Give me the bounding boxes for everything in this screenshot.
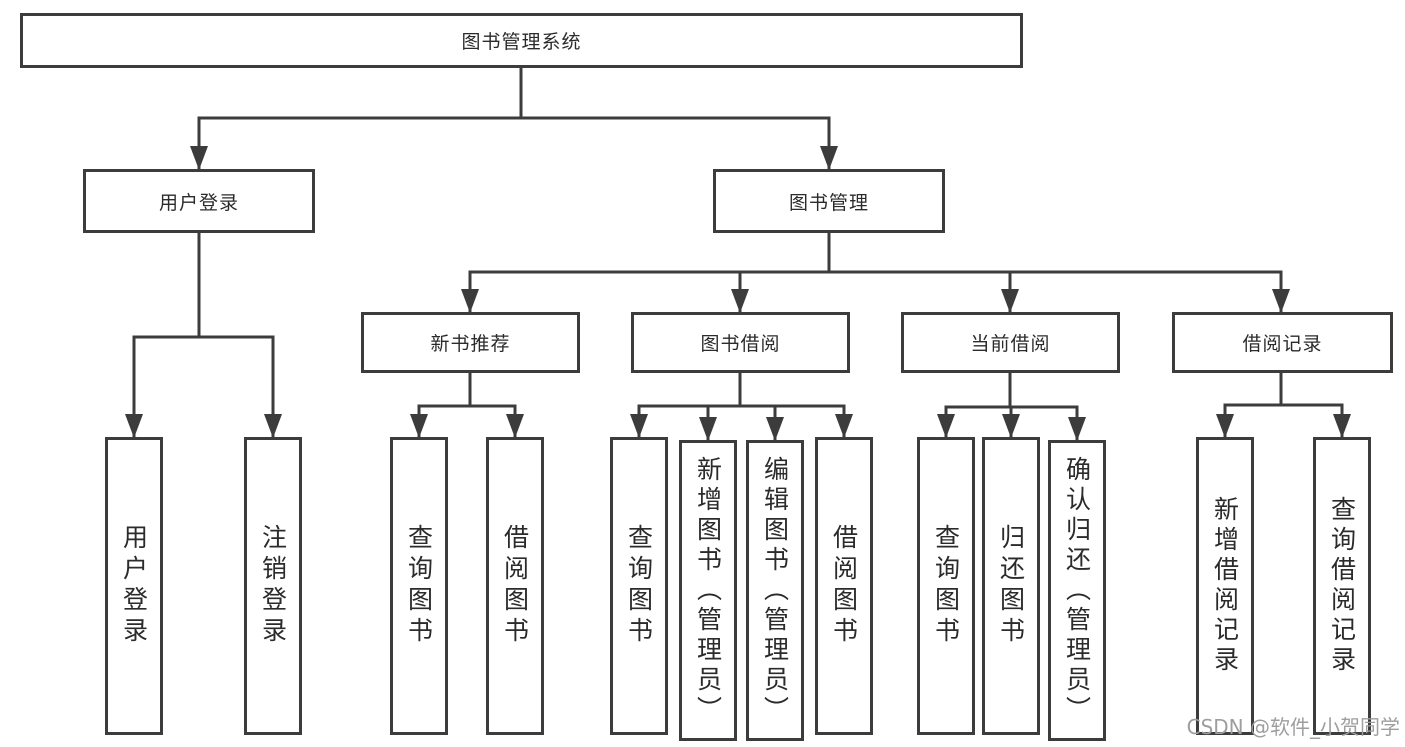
leaf-user-login: 用户登录 bbox=[105, 437, 163, 735]
node-book-management: 图书管理 bbox=[713, 169, 945, 233]
node-book-borrow: 图书借阅 bbox=[631, 312, 850, 373]
leaf-bb-query-books: 查询图书 bbox=[610, 437, 668, 735]
leaf-cb-query-books: 查询图书 bbox=[917, 437, 975, 735]
leaf-br-add-record: 新增借阅记录 bbox=[1196, 437, 1254, 735]
leaf-cb-return-books: 归还图书 bbox=[982, 437, 1040, 735]
leaf-cb-confirm-return-admin: 确认归还（管理员） bbox=[1048, 440, 1106, 741]
leaf-bb-add-books-admin: 新增图书（管理员） bbox=[679, 440, 737, 741]
leaf-br-query-record: 查询借阅记录 bbox=[1313, 437, 1371, 735]
leaf-bb-edit-books-admin: 编辑图书（管理员） bbox=[746, 440, 804, 741]
node-user-login: 用户登录 bbox=[83, 169, 315, 233]
node-current-borrow: 当前借阅 bbox=[901, 312, 1120, 373]
csdn-watermark: CSDN @软件_小贺同学 bbox=[1186, 715, 1400, 739]
leaf-nb-query-books: 查询图书 bbox=[390, 437, 448, 735]
connector-trunks bbox=[132, 68, 1344, 409]
leaf-bb-borrow-books: 借阅图书 bbox=[815, 437, 873, 735]
node-new-book-recommend: 新书推荐 bbox=[361, 312, 580, 373]
leaf-nb-borrow-books: 借阅图书 bbox=[486, 437, 544, 735]
node-borrow-records: 借阅记录 bbox=[1172, 312, 1393, 373]
node-root-system: 图书管理系统 bbox=[20, 13, 1023, 68]
leaf-logout: 注销登录 bbox=[244, 437, 302, 735]
